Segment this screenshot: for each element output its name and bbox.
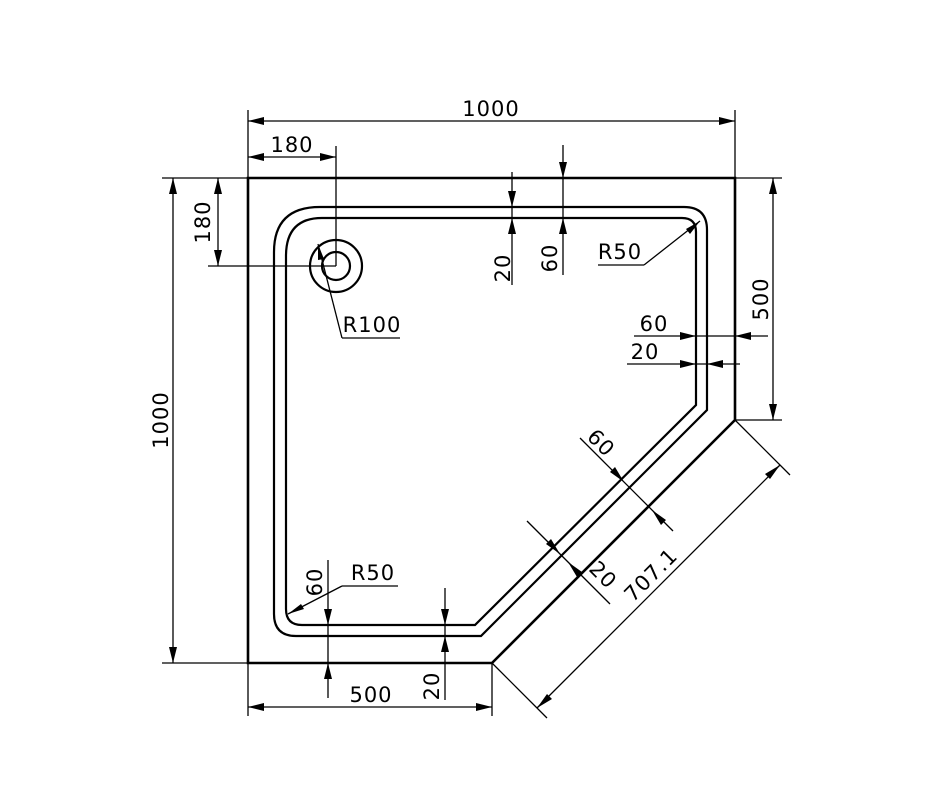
dimension-text-overall-width: 1000 <box>462 97 519 121</box>
tray-rim-outer <box>272 205 709 638</box>
dimension-overall-width: 1000 <box>247 97 736 178</box>
dimension-rim-diag-inner: 20 <box>526 520 622 605</box>
dimension-text-overall-depth: 1000 <box>149 391 173 448</box>
dimension-corner-radius-bottom-left: R50 <box>287 561 398 615</box>
dimension-straight-side-right: 500 <box>735 177 782 421</box>
dimension-rim-top-outer: 60 <box>538 145 567 275</box>
dimension-text-rim-diag-inner: 20 <box>584 556 621 593</box>
dimension-text-waste-offset-x: 180 <box>270 133 313 157</box>
dimension-text-waste-radius: R100 <box>343 313 402 337</box>
dimension-rim-top-inner: 20 <box>491 172 516 285</box>
dimension-text-diagonal-length: 707.1 <box>620 544 683 607</box>
dimension-rim-bottom-inner: 20 <box>420 588 449 700</box>
dimension-corner-radius-top-right: R50 <box>598 220 701 266</box>
dimension-rim-right-inner: 20 <box>627 340 740 368</box>
dimension-text-corner-radius-bottom-left: R50 <box>351 561 395 585</box>
dimension-text-straight-side-bottom: 500 <box>349 683 392 707</box>
dimension-text-rim-bottom-inner: 20 <box>420 672 444 701</box>
dimension-text-corner-radius-top-right: R50 <box>598 240 642 264</box>
dimension-text-straight-side-right: 500 <box>749 277 773 320</box>
dimension-text-rim-top-inner: 20 <box>491 254 515 283</box>
tray-rim-inner <box>284 216 698 627</box>
dimension-overall-depth: 1000 <box>149 177 248 664</box>
dimension-text-rim-right-outer: 60 <box>640 312 669 336</box>
dimension-rim-right-outer: 60 <box>634 312 768 340</box>
dimension-rim-left-outer: 60 <box>303 560 332 698</box>
dimension-text-rim-left-outer: 60 <box>303 568 327 597</box>
tray-outer-outline <box>246 176 737 665</box>
dimension-waste-offset-x: 180 <box>248 133 337 266</box>
dimension-diagonal-length: 707.1 <box>491 419 791 719</box>
dimension-straight-side-bottom: 500 <box>247 663 493 716</box>
dimension-text-rim-right-inner: 20 <box>631 340 660 364</box>
dimension-text-rim-top-outer: 60 <box>538 244 562 273</box>
dimension-waste-offset-y: 180 <box>191 178 336 267</box>
dimension-text-waste-offset-y: 180 <box>191 200 215 243</box>
dimension-text-rim-diag-outer: 60 <box>582 424 619 461</box>
dimension-waste-radius: R100 <box>317 243 402 339</box>
